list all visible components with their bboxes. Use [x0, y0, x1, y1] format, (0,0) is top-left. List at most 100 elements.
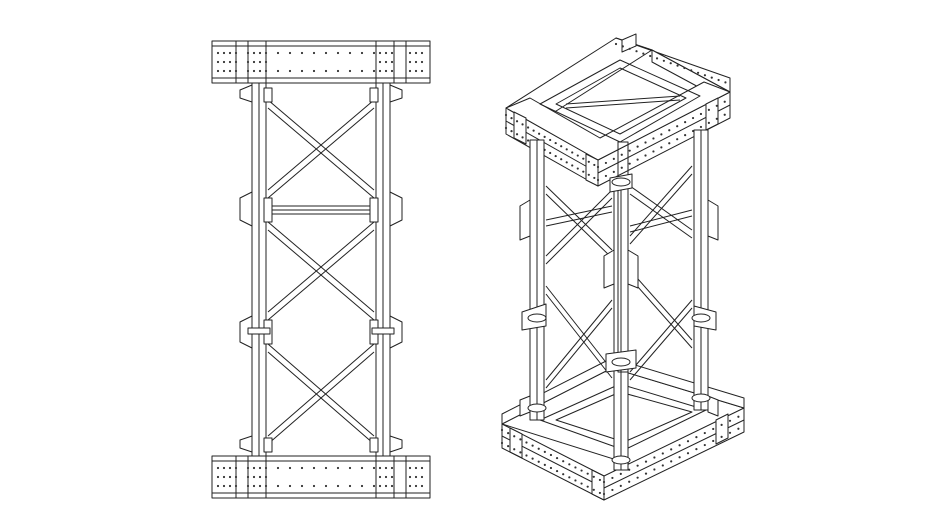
bolt-hole: [288, 69, 292, 73]
front-connection-plates: [239, 84, 403, 453]
bolt-hole: [521, 123, 524, 126]
bolt-hole: [216, 466, 220, 470]
bolt-hole: [378, 69, 382, 73]
bolt-hole: [537, 460, 540, 463]
bolt-hole: [549, 466, 553, 470]
bolt-hole: [592, 475, 595, 478]
bolt-hole: [549, 453, 553, 457]
bolt-hole: [611, 488, 614, 492]
bolt-hole: [723, 113, 726, 116]
bolt-hole: [252, 475, 256, 479]
bolt-hole: [408, 475, 412, 479]
bolt-hole: [562, 460, 565, 463]
bolt-hole: [598, 491, 602, 495]
bolt-hole: [598, 478, 602, 482]
bolt-hole: [699, 125, 703, 129]
bolt-hole: [653, 468, 656, 471]
bolt-hole: [703, 431, 706, 435]
front-beam-bolts: [216, 51, 424, 488]
bolt-hole: [312, 51, 316, 55]
bolt-hole: [543, 135, 546, 138]
bolt-hole: [408, 51, 412, 55]
bolt-hole: [543, 450, 546, 453]
bolt-hole: [312, 69, 316, 73]
bolt-hole: [390, 51, 394, 55]
bolt-hole: [420, 475, 424, 479]
bolt-hole: [686, 440, 690, 443]
bolt-hole: [246, 466, 250, 470]
bolt-hole: [707, 108, 710, 111]
bolt-hole: [348, 51, 352, 55]
bolt-hole: [537, 447, 540, 450]
bolt-hole: [312, 466, 316, 470]
bolt-hole: [222, 69, 226, 73]
bolt-hole: [531, 444, 534, 447]
bolt-hole: [669, 62, 672, 65]
bolt-hole: [510, 117, 513, 120]
bolt-hole: [661, 464, 664, 467]
bolt-hole: [246, 60, 250, 64]
bolt-hole: [565, 161, 568, 164]
bolt-hole: [587, 173, 590, 176]
bolt-hole: [222, 475, 226, 479]
bolt-hole: [612, 170, 615, 173]
bolt-hole: [565, 148, 568, 151]
bolt-hole: [222, 51, 226, 55]
bolt-hole: [560, 158, 563, 161]
bolt-hole: [586, 472, 589, 475]
bolt-hole: [710, 76, 713, 79]
bolt-hole: [378, 60, 382, 64]
bolt-hole: [384, 475, 388, 479]
bolt-hole: [507, 445, 510, 448]
bolt-hole: [507, 432, 510, 435]
bolt-hole: [216, 60, 220, 64]
bolt-hole: [526, 139, 530, 142]
bolt-hole: [312, 484, 316, 488]
bolt-hole: [636, 145, 639, 148]
bolt-hole: [378, 484, 382, 488]
bolt-hole: [712, 427, 715, 431]
bolt-hole: [683, 66, 686, 70]
bolt-hole: [252, 484, 256, 488]
bolt-hole: [728, 419, 732, 422]
iso-columns: [529, 129, 709, 471]
bolt-hole: [707, 121, 710, 124]
bolt-hole: [554, 141, 557, 145]
bolt-hole: [276, 51, 280, 55]
bolt-hole: [560, 145, 563, 148]
bolt-hole: [655, 57, 659, 60]
bolt-hole: [531, 457, 534, 460]
bolt-hole: [620, 153, 623, 156]
iso-bracing: [545, 165, 693, 389]
bolt-hole: [390, 69, 394, 73]
bolt-hole: [264, 466, 268, 470]
bolt-hole: [571, 151, 574, 154]
bolt-hole: [234, 484, 238, 488]
bolt-hole: [515, 133, 519, 136]
bolt-hole: [300, 484, 304, 488]
bolt-hole: [699, 112, 703, 116]
bolt-hole: [348, 466, 352, 470]
bolt-hole: [513, 435, 516, 438]
bolt-hole: [420, 51, 424, 55]
bolt-hole: [252, 51, 256, 55]
bolt-hole: [264, 475, 268, 479]
bolt-hole: [582, 157, 585, 160]
bolt-hole: [246, 484, 250, 488]
bolt-hole: [712, 439, 715, 443]
bolt-hole: [288, 466, 292, 470]
bolt-hole: [519, 438, 522, 441]
bolt-hole: [414, 466, 418, 470]
bolt-hole: [596, 165, 600, 169]
bolt-hole: [324, 466, 328, 470]
bolt-hole: [678, 444, 681, 447]
bolt-hole: [596, 178, 600, 182]
bolt-hole: [372, 51, 376, 55]
bolt-hole: [580, 482, 583, 485]
bolt-hole: [684, 134, 687, 137]
bolt-hole: [300, 466, 304, 470]
bolt-hole: [234, 60, 238, 64]
bolt-hole: [228, 51, 232, 55]
bolt-hole: [628, 149, 631, 152]
bolt-hole: [216, 484, 220, 488]
